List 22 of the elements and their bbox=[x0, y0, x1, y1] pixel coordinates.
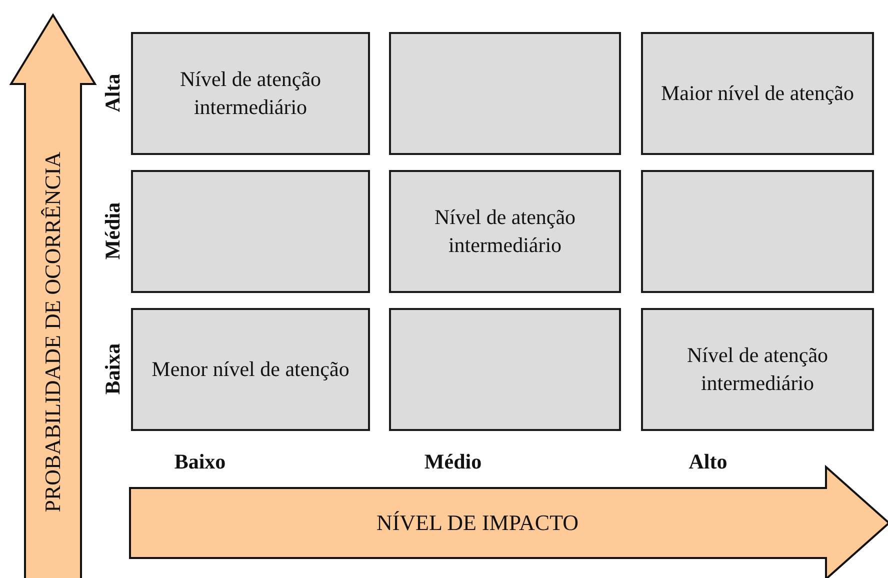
risk-level-box bbox=[641, 32, 874, 155]
empty-matrix-box bbox=[389, 308, 621, 431]
impact-level-label: Baixo bbox=[174, 450, 226, 474]
axis-title: NÍVEL DE IMPACTO bbox=[376, 510, 579, 536]
attention-level-text: Nível de atenção intermediário bbox=[433, 204, 577, 258]
empty-matrix-box bbox=[641, 170, 874, 293]
empty-matrix-box bbox=[389, 32, 621, 155]
impact-level-label: Médio bbox=[424, 450, 482, 474]
risk-level-box bbox=[641, 308, 874, 431]
risk-level-box bbox=[131, 32, 370, 155]
attention-level-text: Maior nível de atenção bbox=[661, 80, 854, 107]
probability-level-label: Alta bbox=[100, 74, 126, 112]
attention-level-text: Nível de atenção intermediário bbox=[686, 342, 830, 396]
risk-level-box bbox=[131, 308, 370, 431]
axis-title: PROBABILIDADE DE OCORRÊNCIA bbox=[40, 152, 66, 512]
probability-level-label: Baixa bbox=[100, 343, 126, 395]
empty-matrix-box bbox=[131, 170, 370, 293]
impact-level-label: Alto bbox=[688, 450, 728, 474]
attention-level-text: Nível de atenção intermediário bbox=[178, 66, 322, 120]
risk-level-box bbox=[389, 170, 621, 293]
probability-level-label: Média bbox=[100, 202, 126, 260]
attention-level-text: Menor nível de atenção bbox=[152, 356, 350, 383]
